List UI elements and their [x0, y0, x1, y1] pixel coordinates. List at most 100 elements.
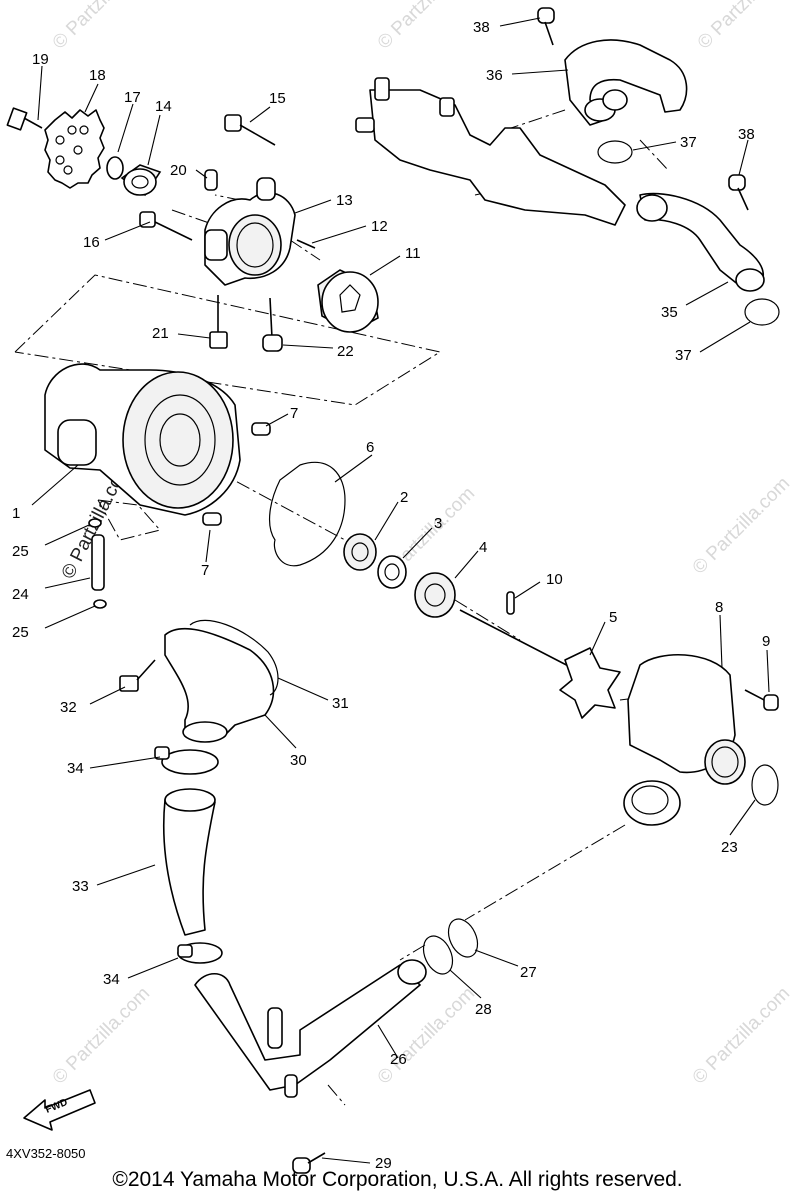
gasket-6	[269, 461, 346, 567]
seal-2	[343, 533, 377, 571]
callout-37-lower: 37	[675, 347, 692, 364]
callout-labels: 19 18 17 14 15 20 13 12 11 16 21 22 7 1 …	[12, 19, 770, 1172]
watermark: © Partzilla.com	[689, 473, 794, 578]
pipe-26	[194, 959, 427, 1098]
callout-5: 5	[609, 609, 617, 626]
callout-22: 22	[337, 343, 354, 360]
o-ring-37-upper	[597, 140, 633, 164]
fwd-arrow-icon: FWD	[23, 1089, 96, 1131]
hose-33	[162, 791, 216, 936]
gasket-31	[189, 619, 279, 696]
pipe-24	[91, 534, 105, 591]
callout-7-upper: 7	[290, 405, 298, 422]
leader-lines	[31, 17, 770, 1164]
thermostat-housing	[355, 77, 626, 226]
clamp-34-upper	[154, 746, 219, 775]
bolt-9	[744, 689, 779, 711]
washer-17	[106, 156, 124, 180]
bolt-22	[262, 297, 283, 352]
bolt-21	[209, 295, 228, 349]
watermark: © Partzilla.com	[694, 0, 795, 54]
bolt-38-upper	[537, 7, 555, 46]
pump-body-1	[44, 363, 241, 516]
callout-27: 27	[520, 964, 537, 981]
assembly-lines	[14, 109, 701, 1106]
watermark: © Partzilla.com	[49, 983, 154, 1088]
impeller-shaft-5	[459, 609, 621, 719]
callout-30: 30	[290, 752, 307, 769]
o-ring-23	[751, 764, 779, 806]
callout-25-upper: 25	[12, 543, 29, 560]
copyright-notice: ©2014 Yamaha Motor Corporation, U.S.A. A…	[112, 1168, 683, 1191]
dowel-7-lower	[202, 512, 222, 526]
o-ring-28	[422, 935, 454, 975]
seal-4	[414, 572, 456, 618]
callout-2: 2	[400, 489, 408, 506]
callout-12: 12	[371, 218, 388, 235]
callout-37-upper: 37	[680, 134, 697, 151]
drawing-code: 4XV352-8050	[6, 1146, 86, 1161]
callout-3: 3	[434, 515, 442, 532]
callout-4: 4	[479, 539, 487, 556]
callout-8: 8	[715, 599, 723, 616]
gear-18	[44, 109, 105, 189]
callout-33: 33	[72, 878, 89, 895]
watermark: © Partzilla.com	[374, 0, 479, 54]
bolt-29	[292, 1152, 326, 1174]
callout-38-upper: 38	[473, 19, 490, 36]
callout-16: 16	[83, 234, 100, 251]
pin-10	[506, 591, 515, 615]
callout-34-lower: 34	[103, 971, 120, 988]
callout-17: 17	[124, 89, 141, 106]
seal-3	[377, 555, 407, 589]
callout-11: 11	[405, 245, 421, 262]
elbow-cover-30	[164, 627, 275, 743]
callout-20: 20	[170, 162, 187, 179]
callout-35: 35	[661, 304, 678, 321]
callout-18: 18	[89, 67, 106, 84]
callout-19: 19	[32, 51, 49, 68]
callout-7-lower: 7	[201, 562, 209, 579]
callout-15: 15	[269, 90, 286, 107]
pipe-35	[636, 192, 765, 292]
callout-28: 28	[475, 1001, 492, 1018]
bolt-32	[119, 659, 156, 692]
callout-32: 32	[60, 699, 77, 716]
rotor-11	[317, 269, 379, 333]
pin-12	[296, 239, 316, 249]
clamp-34-lower	[177, 942, 223, 964]
callout-10: 10	[546, 571, 563, 588]
bolt-38-lower	[728, 174, 749, 211]
housing-13	[204, 177, 296, 286]
callout-36: 36	[486, 67, 503, 84]
bolt-19	[6, 107, 43, 131]
watermark: © Partzilla.com	[689, 983, 794, 1088]
dowel-20	[204, 169, 218, 191]
hose-36	[564, 39, 688, 126]
o-ring-27	[447, 918, 479, 958]
callout-24: 24	[12, 586, 29, 603]
callout-13: 13	[336, 192, 353, 209]
bolt-16	[139, 211, 193, 241]
callout-29: 29	[375, 1155, 392, 1172]
callout-26: 26	[390, 1051, 407, 1068]
callout-6: 6	[366, 439, 374, 456]
callout-21: 21	[152, 325, 169, 342]
o-ring-25-upper	[88, 518, 102, 528]
bearing-14	[120, 164, 162, 197]
watermark: © Partzilla.com	[49, 0, 154, 54]
callout-25-lower: 25	[12, 624, 29, 641]
callout-9: 9	[762, 633, 770, 650]
callout-1: 1	[12, 505, 20, 522]
bolt-15	[224, 114, 276, 146]
callout-14: 14	[155, 98, 172, 115]
callout-34-upper: 34	[67, 760, 84, 777]
dowel-7-upper	[251, 422, 271, 436]
o-ring-37-lower	[744, 298, 780, 326]
pump-cover-8	[623, 653, 746, 826]
callout-38-lower: 38	[738, 126, 755, 143]
callout-31: 31	[332, 695, 349, 712]
o-ring-25-lower	[93, 599, 107, 609]
callout-23: 23	[721, 839, 738, 856]
